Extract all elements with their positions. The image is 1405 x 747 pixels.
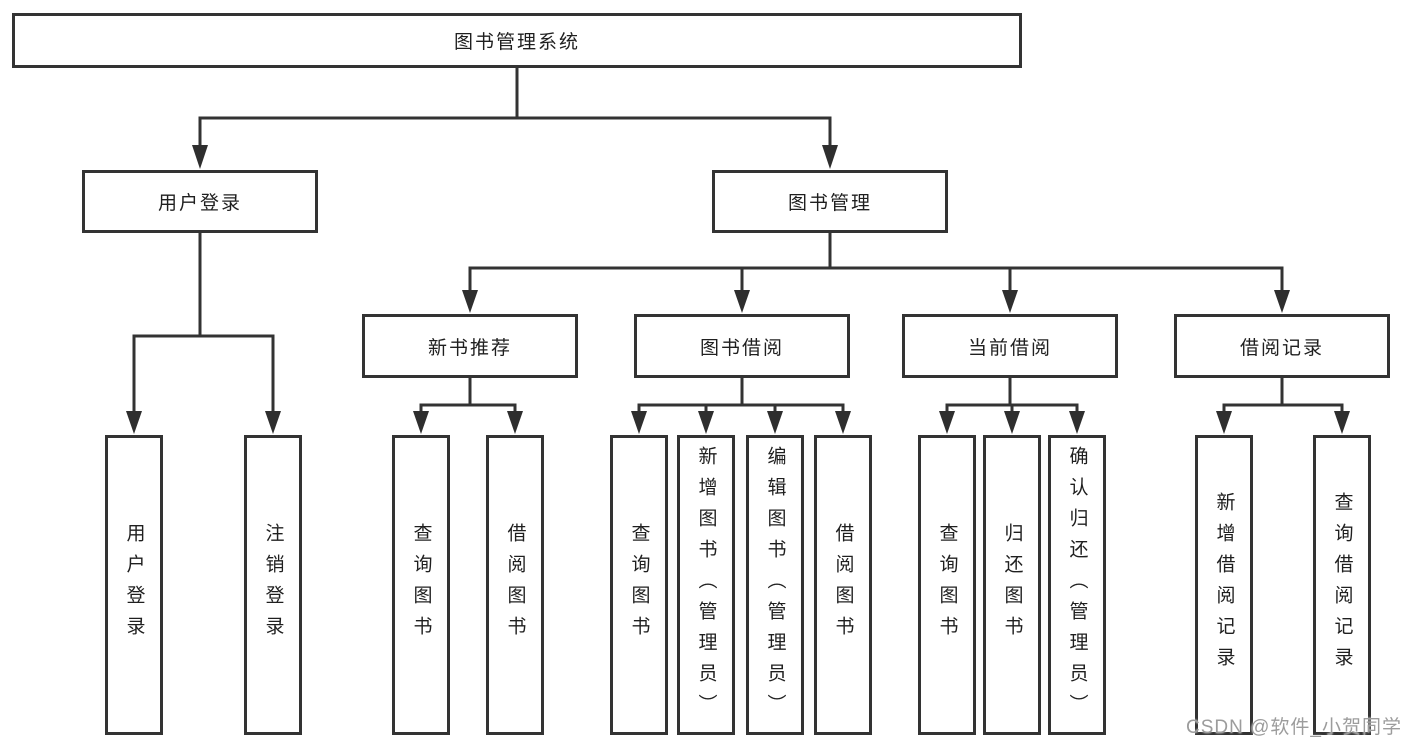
leaf-query-book-recommend: 查询图书 [392,435,450,735]
leaf-user-login: 用户登录 [105,435,163,735]
leaf-query-borrow-record: 查询借阅记录 [1313,435,1371,735]
node-borrowing-records: 借阅记录 [1174,314,1390,378]
node-book-borrowing: 图书借阅 [634,314,850,378]
node-library-management-system: 图书管理系统 [12,13,1022,68]
node-book-management-branch: 图书管理 [712,170,948,233]
leaf-return-book: 归还图书 [983,435,1041,735]
node-current-borrowing: 当前借阅 [902,314,1118,378]
node-user-login-branch: 用户登录 [82,170,318,233]
leaf-query-book-borrow: 查询图书 [610,435,668,735]
leaf-add-book-admin: 新增图书（管理员） [677,435,735,735]
csdn-watermark: CSDN @软件_小贺同学 [1186,717,1402,738]
leaf-confirm-return-admin: 确认归还（管理员） [1048,435,1106,735]
leaf-add-borrow-record: 新增借阅记录 [1195,435,1253,735]
node-new-book-recommendation: 新书推荐 [362,314,578,378]
leaf-edit-book-admin: 编辑图书（管理员） [746,435,804,735]
leaf-query-book-current: 查询图书 [918,435,976,735]
leaf-borrow-book-recommend: 借阅图书 [486,435,544,735]
leaf-logout: 注销登录 [244,435,302,735]
leaf-borrow-book: 借阅图书 [814,435,872,735]
